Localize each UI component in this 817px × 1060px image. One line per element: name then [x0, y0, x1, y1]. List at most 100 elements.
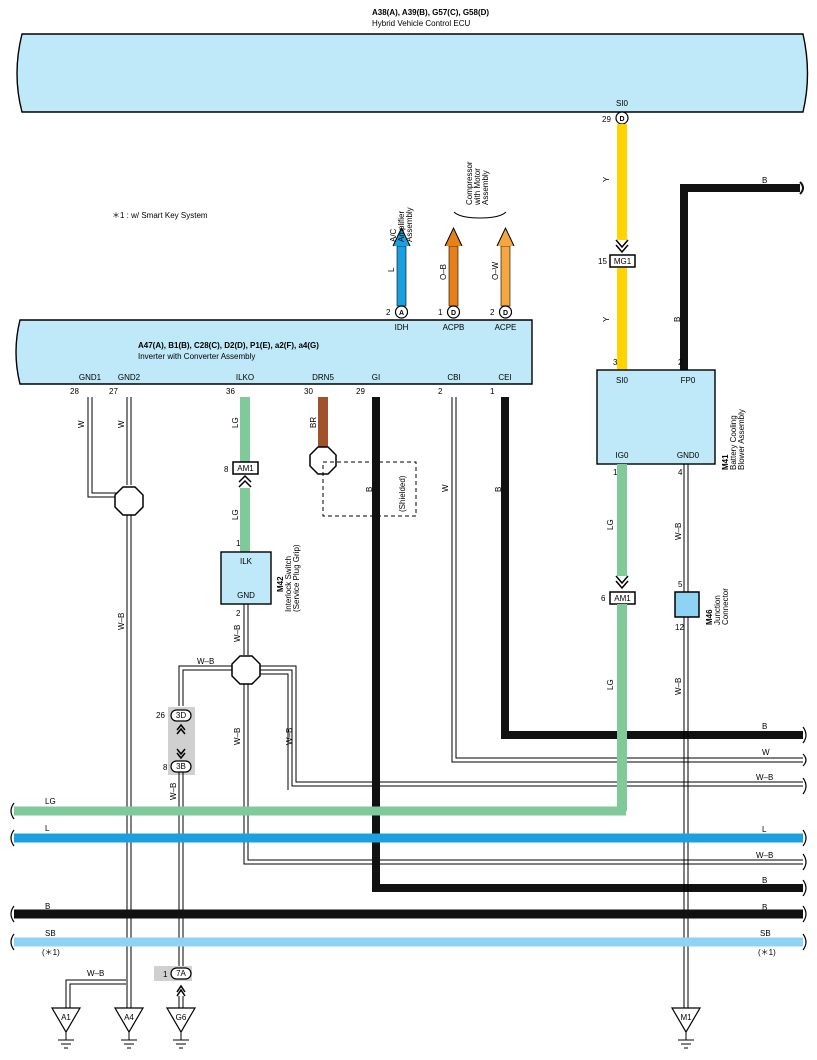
- wire-label-l-idh: L: [387, 267, 396, 272]
- mg1-num: 15: [598, 257, 607, 266]
- compressor-target-3: Assembly: [481, 170, 490, 205]
- right-wire-ends: [802, 726, 807, 951]
- junction-code: M46: [705, 609, 714, 625]
- ground-label-a4: A4: [124, 1013, 134, 1022]
- junction-num-top: 5: [678, 580, 683, 589]
- bus-label-star1-right: (＊1): [758, 948, 776, 957]
- bus-label-wb-lower: W–B: [756, 851, 773, 860]
- pin-num-idh: 2: [386, 308, 391, 317]
- wire-lg-ilko-lower: [240, 488, 250, 552]
- wire-label-wb-a4: W–B: [117, 613, 126, 630]
- arrow-acpe: [496, 226, 515, 247]
- ground-label-a1: A1: [61, 1013, 71, 1022]
- wire-label-wb-g6: W–B: [169, 783, 178, 800]
- bus-label-b-cei: B: [762, 722, 767, 731]
- conn-7a-name: 7A: [176, 969, 186, 978]
- wire-label-wb-3d: W–B: [197, 657, 214, 666]
- pin-num-acpe: 2: [490, 308, 495, 317]
- wire-label-wb-a1: W–B: [87, 969, 104, 978]
- blower-num-gnd0: 4: [678, 468, 683, 477]
- ground-g6: G6: [165, 1007, 197, 1049]
- wire-lg-ig0-upper: [617, 464, 627, 576]
- pin-circle-idh: [394, 305, 409, 319]
- inverter-box: [15, 319, 533, 385]
- wire-label-b-top: B: [762, 176, 767, 185]
- wire-label-w-cbi: W: [441, 484, 450, 492]
- interlock-switch-box: [220, 551, 272, 605]
- conn-7a-num: 1: [163, 970, 168, 979]
- wire-label-b-gi: B: [365, 487, 374, 492]
- bus-label-b-gi: B: [762, 876, 767, 885]
- interlock-pin-ilk: ILK: [240, 557, 253, 566]
- pin-num-gi: 29: [356, 387, 365, 396]
- blower-pin-gnd0: GND0: [677, 451, 700, 460]
- bus-label-sb-right: SB: [760, 929, 771, 938]
- mg1-name: MG1: [614, 257, 632, 266]
- wire-label-y-upper: Y: [602, 176, 611, 182]
- pin-name-cei: CEI: [498, 373, 511, 382]
- system-note: ＊1 : w/ Smart Key System: [112, 211, 208, 220]
- wire-label-wb-interlock: W–B: [233, 625, 242, 642]
- wire-label-wb-lower: W–B: [233, 728, 242, 745]
- conn-3b-arrow: [176, 748, 186, 760]
- bus-label-wb-top: W–B: [756, 773, 773, 782]
- connector-arrow-am1-right: [615, 575, 629, 590]
- wire-wb-g6-end: [178, 996, 184, 1008]
- wire-wb-gnd0-upper: [683, 464, 689, 592]
- wire-label-lg-ig0: LG: [606, 519, 615, 530]
- wire-br-drn5: [318, 397, 328, 447]
- wire-blue-idh: [396, 245, 407, 307]
- wire-label-ow: O–W: [491, 261, 500, 280]
- blower-pin-fp0: FP0: [681, 376, 696, 385]
- wire-w-cbi: [451, 397, 803, 763]
- bus-label-b-left: B: [45, 902, 50, 911]
- am1-top-num: 8: [224, 465, 229, 474]
- splice-gnd: [114, 486, 144, 516]
- bus-label-w: W: [762, 748, 770, 757]
- junction-name: Junction: [713, 595, 722, 625]
- conn-3d-box: [170, 709, 192, 722]
- wire-b-cei: [501, 397, 803, 739]
- compressor-brace: [453, 211, 507, 219]
- pin-name-gi: GI: [372, 373, 380, 382]
- wire-label-ob: O–B: [439, 264, 448, 280]
- wire-yellow-lower: [617, 268, 627, 370]
- wire-label-b-cei: B: [494, 487, 503, 492]
- pin-num-drn5: 30: [304, 387, 313, 396]
- ground-label-g6: G6: [176, 1013, 187, 1022]
- wire-wb-a4: [126, 515, 132, 1008]
- bus-label-lg-left: LG: [45, 797, 56, 806]
- arrow-idh: [392, 226, 411, 247]
- pin-name-acpe: ACPE: [495, 323, 517, 332]
- ecu-box: [16, 33, 809, 113]
- pin-num-cbi: 2: [438, 387, 443, 396]
- pin-conn-acpe: D: [503, 310, 508, 317]
- pin-conn-acpb: D: [451, 310, 456, 317]
- mg1-connector: [609, 254, 636, 268]
- pin-conn-idh: A: [399, 310, 404, 317]
- compressor-target-2: with Motor: [473, 168, 482, 206]
- blower-num-fp0: 2: [678, 358, 683, 367]
- pin-name-acpb: ACPB: [443, 323, 465, 332]
- ac-amp-target-2: Amplifier: [397, 211, 406, 242]
- bus-label-l: L: [762, 825, 767, 834]
- am1-right-num: 6: [601, 594, 606, 603]
- ac-amp-target: A/C: [389, 228, 398, 242]
- wire-label-wb-gnd0: W–B: [674, 523, 683, 540]
- blower-num-ig0: 1: [613, 468, 618, 477]
- bus-label-star1-left: (＊1): [42, 948, 60, 957]
- wire-label-y-lower: Y: [602, 316, 611, 322]
- ground-label-m1: M1: [680, 1013, 692, 1022]
- blower-num-si0: 3: [613, 358, 618, 367]
- conn-3d-arrow: [176, 723, 186, 735]
- am1-right-name: AM1: [614, 594, 631, 603]
- ecu-connectors: A38(A), A39(B), G57(C), G58(D): [372, 8, 489, 17]
- wire-wb-m1: [683, 617, 689, 1008]
- wire-yellow-upper: [617, 124, 627, 240]
- wire-w-gnd1: [87, 397, 118, 498]
- shield-box: [322, 461, 417, 517]
- wire-wb-3d: [178, 665, 232, 706]
- blower-pin-ig0: IG0: [616, 451, 629, 460]
- wire-wb-g6: [178, 772, 184, 966]
- ac-amp-target-3: Assembly: [405, 207, 414, 242]
